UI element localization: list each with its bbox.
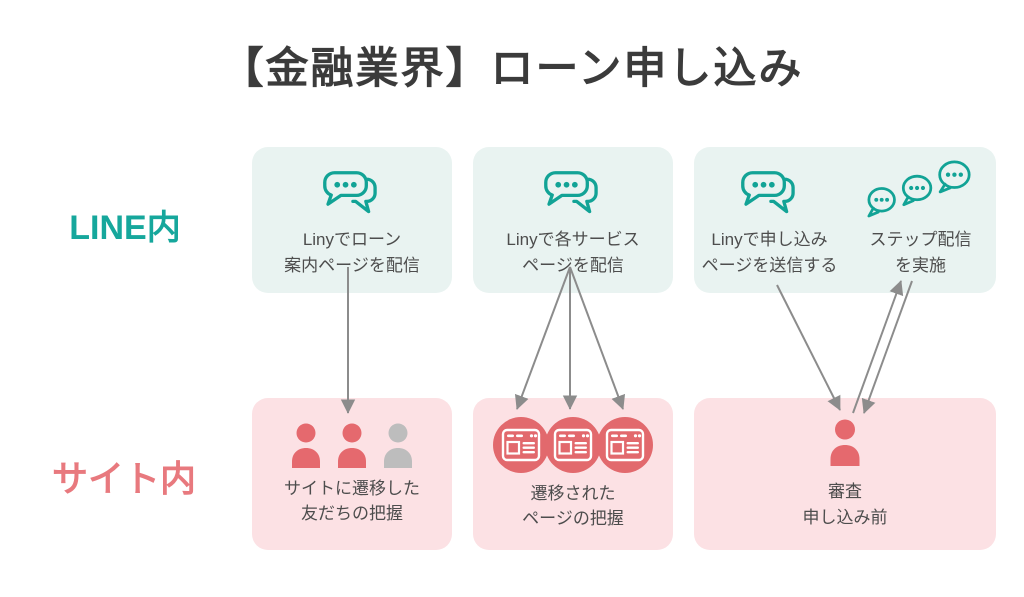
person-icon xyxy=(292,423,320,468)
caption-line: を実施 xyxy=(895,255,946,275)
site-box-1-caption: サイトに遷移した 友だちの把握 xyxy=(284,476,420,527)
caption-line: サイトに遷移した xyxy=(284,478,420,498)
caption-line: Linyで申し込み xyxy=(711,230,828,249)
chat-bubbles-icon xyxy=(322,154,382,218)
chat-bubbles-icon xyxy=(543,154,603,218)
line-box-2: Linyで各サービス ページを配信 xyxy=(473,147,673,293)
site-box-2-caption: 遷移された ページの把握 xyxy=(522,481,624,532)
caption-line: ステップ配信 xyxy=(869,230,972,249)
caption-line: 友だちの把握 xyxy=(301,504,403,523)
line-box-3-right: ステップ配信 を実施 xyxy=(845,147,996,285)
arrow-col3-up xyxy=(852,280,904,414)
line-box-3: Linyで申し込み ページを送信する xyxy=(694,147,996,293)
caption-line: 案内ページを配信 xyxy=(284,255,420,275)
page-title: 【金融業界】ローン申し込み xyxy=(220,45,804,93)
step-messages-icon xyxy=(863,154,979,218)
caption-line: 遷移された xyxy=(530,483,616,503)
friends-icon xyxy=(286,422,418,468)
caption-line: Linyでローン xyxy=(302,230,402,249)
line-box-1: Linyでローン 案内ページを配信 xyxy=(252,147,452,293)
site-box-2: 遷移された ページの把握 xyxy=(473,398,673,550)
line-box-2-caption: Linyで各サービス ページを配信 xyxy=(506,227,639,278)
row-label-line: LINE内 xyxy=(69,209,181,247)
caption-line: Linyで各サービス xyxy=(506,230,640,249)
caption-line: 審査 xyxy=(828,482,862,501)
line-box-1-caption: Linyでローン 案内ページを配信 xyxy=(284,227,420,278)
site-box-3: 審査 申し込み前 xyxy=(694,398,996,550)
caption-line: ページを送信する xyxy=(701,255,838,275)
site-box-1: サイトに遷移した 友だちの把握 xyxy=(252,398,452,550)
person-icon-gray xyxy=(384,423,412,468)
row-label-site: サイト内 xyxy=(51,458,196,499)
caption-line: ページの把握 xyxy=(522,509,624,528)
webpages-icon xyxy=(493,416,653,473)
caption-line: ページを配信 xyxy=(522,255,624,275)
chat-bubbles-icon xyxy=(740,154,800,218)
arrow-col3-down xyxy=(776,284,841,411)
site-box-3-caption: 審査 申し込み前 xyxy=(803,479,888,530)
line-box-3-left: Linyで申し込み ページを送信する xyxy=(694,147,845,285)
line-box-3-left-caption: Linyで申し込み ページを送信する xyxy=(702,227,838,278)
person-icon xyxy=(338,423,366,468)
arrow-col3-return xyxy=(861,280,913,414)
webpage-icon xyxy=(597,416,653,473)
webpage-icon xyxy=(545,416,601,473)
user-icon xyxy=(824,418,866,471)
webpage-icon xyxy=(493,416,549,473)
caption-line: 申し込み前 xyxy=(802,507,888,527)
line-box-3-right-caption: ステップ配信 を実施 xyxy=(870,227,972,278)
